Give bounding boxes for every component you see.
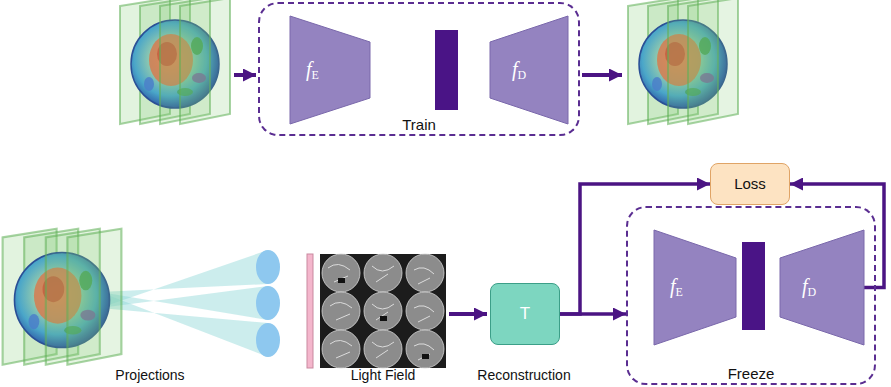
node-label: fE bbox=[306, 58, 319, 83]
loss-box: Loss bbox=[710, 163, 790, 205]
frame-title: Train bbox=[402, 116, 436, 133]
node-label: fE bbox=[670, 275, 683, 300]
encoder-block: fE bbox=[290, 16, 370, 124]
stage-label: Light Field bbox=[351, 367, 416, 383]
trapezoid-outline bbox=[490, 16, 568, 124]
trapezoid-outline bbox=[780, 230, 864, 345]
encoder-trapezoid bbox=[654, 230, 736, 345]
training-frame: fE fD Train bbox=[258, 2, 580, 136]
reconstruction-box: T bbox=[490, 283, 560, 345]
decoder-trapezoid bbox=[780, 230, 864, 345]
node-label: fD bbox=[802, 275, 816, 300]
node-label: fD bbox=[512, 58, 526, 83]
frame-title: Freeze bbox=[728, 365, 775, 382]
decoder-trapezoid bbox=[490, 16, 568, 124]
encoder-trapezoid bbox=[290, 16, 370, 124]
decoder-block: fD bbox=[490, 16, 568, 124]
stage-label: Projections bbox=[115, 367, 184, 383]
trapezoid-outline bbox=[654, 230, 736, 345]
node-label: T bbox=[520, 304, 530, 324]
stage-label: Reconstruction bbox=[477, 367, 570, 383]
frozen-frame: fE fD Freeze bbox=[626, 206, 876, 385]
decoder-block: fD bbox=[780, 230, 864, 345]
trapezoid-outline bbox=[290, 16, 370, 124]
node-label: Loss bbox=[734, 175, 766, 192]
encoder-block: fE bbox=[654, 230, 736, 345]
